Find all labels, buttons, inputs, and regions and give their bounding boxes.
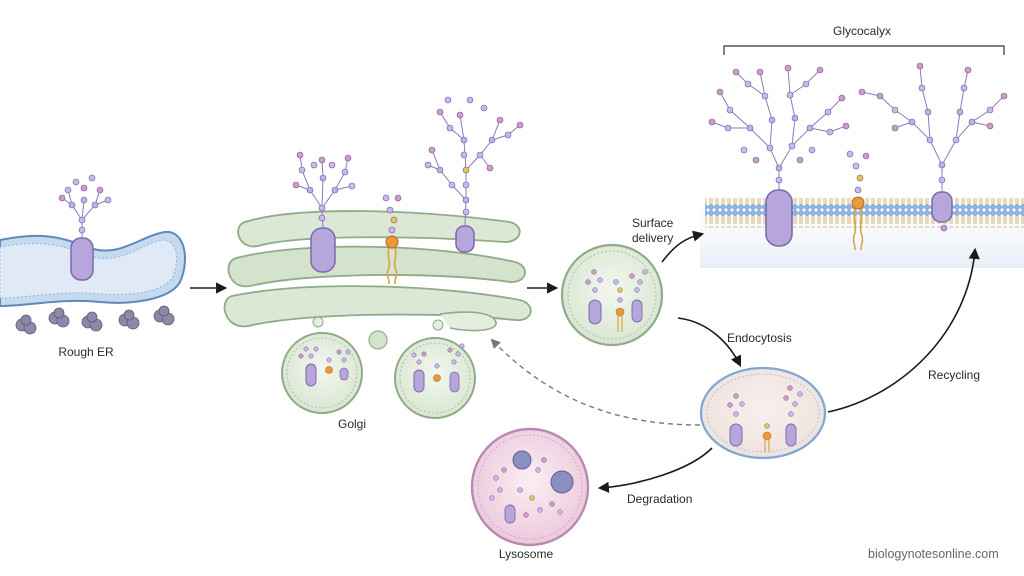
glycoprotein-icon [424, 96, 524, 253]
glycocalyx-bracket [723, 45, 1005, 55]
glycocalyx-label: Glycocalyx [832, 24, 892, 38]
glycoprotein-icon [708, 64, 850, 247]
arrow-degradation [597, 447, 713, 493]
glycoprotein-icon [58, 174, 112, 281]
plasma-membrane [700, 62, 1024, 268]
golgi-vesicle [394, 337, 476, 419]
rough-er-label: Rough ER [58, 345, 114, 359]
rough-er [0, 174, 186, 335]
glycoprotein-icon [292, 151, 356, 273]
endosome [699, 366, 827, 460]
golgi-apparatus [223, 96, 532, 419]
ribosome-icon [15, 305, 175, 335]
arrow-return-to-golgi [490, 338, 701, 426]
surface-delivery-label-line2: delivery [632, 231, 674, 245]
golgi-label: Golgi [337, 417, 367, 431]
secretory-vesicle [560, 243, 664, 347]
recycling-label: Recycling [928, 368, 981, 382]
golgi-vesicle [281, 332, 363, 414]
arrow-endocytosis [677, 317, 742, 368]
watermark: biologynotesonline.com [868, 547, 999, 561]
surface-delivery-label-line1: Surface [632, 216, 674, 230]
lysosome [470, 427, 590, 547]
lysosome-label: Lysosome [498, 547, 554, 561]
glycoprotein-icon [858, 62, 1008, 232]
degradation-label: Degradation [627, 492, 693, 506]
endocytosis-label: Endocytosis [727, 331, 792, 345]
glycolipid-icon [382, 194, 402, 285]
arrow-recycling [827, 247, 980, 413]
glycolipid-icon [846, 150, 870, 251]
arrow-surface-delivery [661, 230, 705, 263]
